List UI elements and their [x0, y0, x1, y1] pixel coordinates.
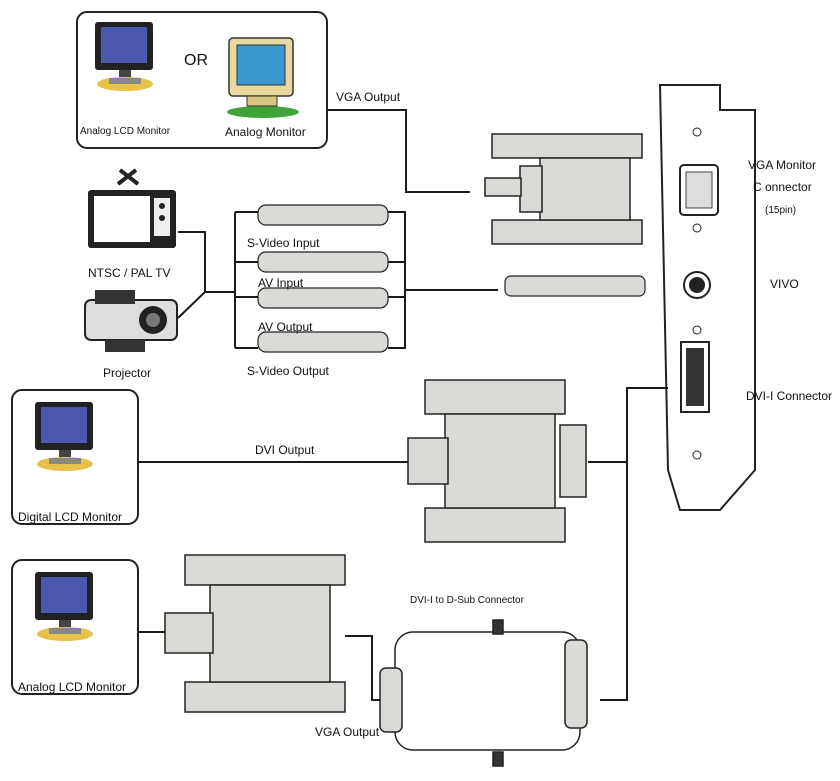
vivo-label: VIVO	[770, 277, 799, 291]
dvi-output-label: DVI Output	[255, 443, 315, 457]
lcd-monitor-icon	[95, 22, 153, 91]
analog-monitor-label: Analog Monitor	[225, 125, 306, 139]
analog-lcd-monitor-top-label: Analog LCD Monitor	[80, 126, 171, 137]
vga-output-bottom-label: VGA Output	[315, 725, 380, 739]
vga-connector-bottom	[164, 554, 346, 713]
crt-monitor-icon	[227, 37, 299, 118]
vga-monitor-connector-label-2: C onnector	[753, 180, 812, 194]
dvi-connector	[407, 379, 587, 543]
analog-lcd-monitor-bottom-label: Analog LCD Monitor	[18, 680, 127, 694]
lcd-monitor-icon	[35, 402, 93, 471]
vga-connector-top	[484, 133, 643, 245]
vga-monitor-connector-label-1: VGA Monitor	[748, 158, 817, 172]
projector-icon	[84, 290, 178, 352]
dvi-to-dsub-label: DVI-I to D-Sub Connector	[410, 595, 524, 606]
tv-icon	[88, 168, 176, 248]
s-video-output-label: S-Video Output	[247, 364, 329, 378]
av-input-label: AV Input	[258, 276, 304, 290]
or-label: OR	[184, 52, 208, 69]
projector-label: Projector	[103, 366, 152, 380]
vga-output-top-label: VGA Output	[336, 90, 401, 104]
connection-lines	[138, 109, 668, 701]
dvi-to-dsub-adapter	[379, 619, 588, 767]
av-output-label: AV Output	[258, 320, 313, 334]
av-cable-plugs	[257, 204, 646, 353]
vga-monitor-connector-label-3: (15pin)	[765, 205, 797, 216]
digital-lcd-monitor-label: Digital LCD Monitor	[18, 510, 123, 524]
dvi-i-connector-label: DVI-I Connector	[746, 389, 833, 403]
graphics-card-bracket-icon	[658, 84, 756, 511]
ntsc-pal-tv-label: NTSC / PAL TV	[88, 266, 171, 280]
s-video-input-label: S-Video Input	[247, 236, 320, 250]
lcd-monitor-icon	[35, 572, 93, 641]
